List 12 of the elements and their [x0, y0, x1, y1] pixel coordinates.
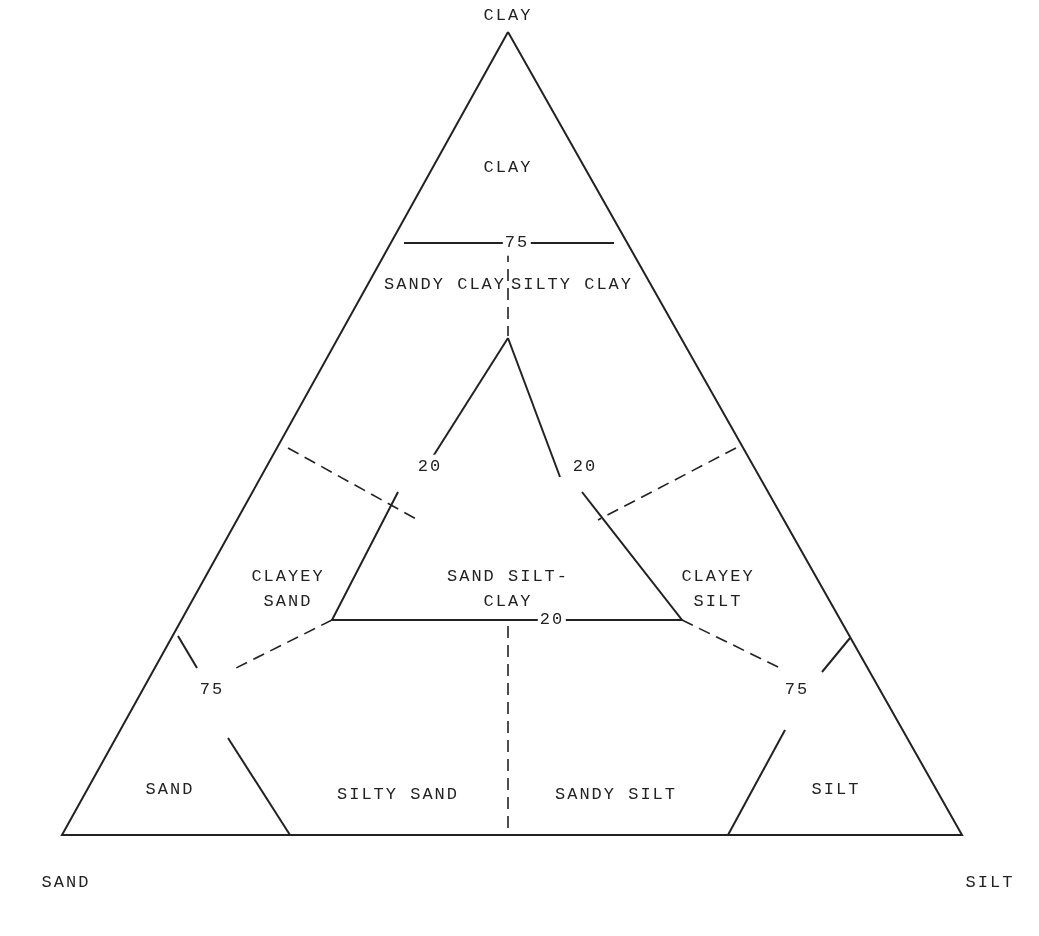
region-label: SILT: [811, 778, 861, 801]
corner-label: SILT: [965, 871, 1015, 894]
region-label: SILTY SAND: [336, 783, 460, 806]
region-label: SAND: [145, 778, 195, 801]
region-label: CLAYEY SILT: [680, 566, 756, 613]
region-label: SILTY CLAY: [510, 273, 634, 296]
region-label: SANDY CLAY: [383, 273, 507, 296]
region-label: CLAYEY SAND: [250, 566, 326, 613]
corner-label: SAND: [41, 871, 91, 894]
corner-label: CLAY: [483, 4, 533, 27]
region-label: SANDY SILT: [554, 783, 678, 806]
region-label: CLAY: [483, 156, 533, 179]
